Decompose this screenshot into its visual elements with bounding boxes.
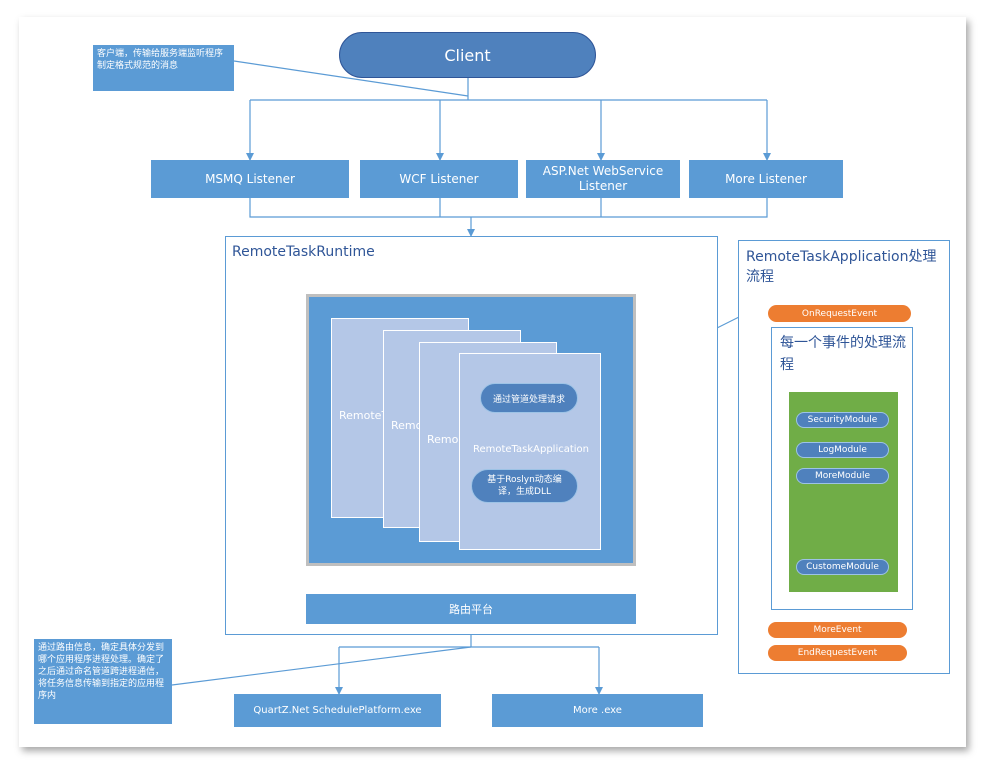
sheet-label: Remo xyxy=(427,433,459,446)
sheet-label: RemoteT xyxy=(339,409,389,422)
module-security: SecurityModule xyxy=(796,412,889,428)
event-label: OnRequestEvent xyxy=(801,308,878,319)
listener-more: More Listener xyxy=(689,160,843,198)
listener-label: WCF Listener xyxy=(399,171,479,186)
event-flow-title: 每一个事件的处理流程 xyxy=(780,335,906,373)
module-label: CustomeModule xyxy=(806,562,879,572)
runtime-title: RemoteTaskRuntime xyxy=(232,244,375,260)
pipeline-step: 通过管道处理请求 xyxy=(480,383,578,413)
listener-label: More Listener xyxy=(725,171,807,186)
module-log: LogModule xyxy=(796,442,889,458)
client-node: Client xyxy=(339,32,596,78)
module-label: MoreModule xyxy=(814,471,871,481)
target-label: QuartZ.Net SchedulePlatform.exe xyxy=(253,705,422,716)
target-label: More .exe xyxy=(573,705,622,716)
listener-msmq: MSMQ Listener xyxy=(151,160,349,198)
target-quartz: QuartZ.Net SchedulePlatform.exe xyxy=(234,694,441,727)
end-request-event: EndRequestEvent xyxy=(768,645,907,661)
listener-wcf: WCF Listener xyxy=(360,160,518,198)
event-label: MoreEvent xyxy=(813,625,862,635)
front-app-label: RemoteTaskApplication xyxy=(472,444,590,455)
client-note: 客户端，传输给服务端监听程序制定格式规范的消息 xyxy=(93,45,234,91)
roslyn-step: 基于Roslyn动态编译，生成DLL xyxy=(471,469,578,503)
roslyn-label: 基于Roslyn动态编译，生成DLL xyxy=(487,475,562,497)
target-more: More .exe xyxy=(492,694,703,727)
module-more: MoreModule xyxy=(796,468,889,484)
diagram-canvas: Client 客户端，传输给服务端监听程序制定格式规范的消息 MSMQ List… xyxy=(19,17,966,747)
listener-label: ASP.Net WebService Listener xyxy=(542,164,664,193)
routing-label: 路由平台 xyxy=(449,602,493,616)
module-custome: CustomeModule xyxy=(796,559,889,575)
route-note-text: 通过路由信息，确定具体分发到哪个应用程序进程处理。确定了之后通过命名管道跨进程通… xyxy=(38,643,165,701)
module-label: SecurityModule xyxy=(807,415,878,425)
event-label: EndRequestEvent xyxy=(797,648,878,658)
module-label: LogModule xyxy=(818,445,867,455)
pipeline-label: 通过管道处理请求 xyxy=(492,394,565,405)
listener-aspnet-webservice: ASP.Net WebService Listener xyxy=(526,160,680,198)
routing-platform: 路由平台 xyxy=(306,594,636,624)
route-note: 通过路由信息，确定具体分发到哪个应用程序进程处理。确定了之后通过命名管道跨进程通… xyxy=(34,639,172,724)
listener-label: MSMQ Listener xyxy=(205,171,295,186)
on-request-event: OnRequestEvent xyxy=(768,305,911,322)
client-label: Client xyxy=(444,45,491,65)
sheet-label: Remo xyxy=(391,419,423,432)
app-flow-title: RemoteTaskApplication处理流程 xyxy=(746,249,937,285)
client-note-text: 客户端，传输给服务端监听程序制定格式规范的消息 xyxy=(97,49,224,71)
more-event: MoreEvent xyxy=(768,622,907,638)
